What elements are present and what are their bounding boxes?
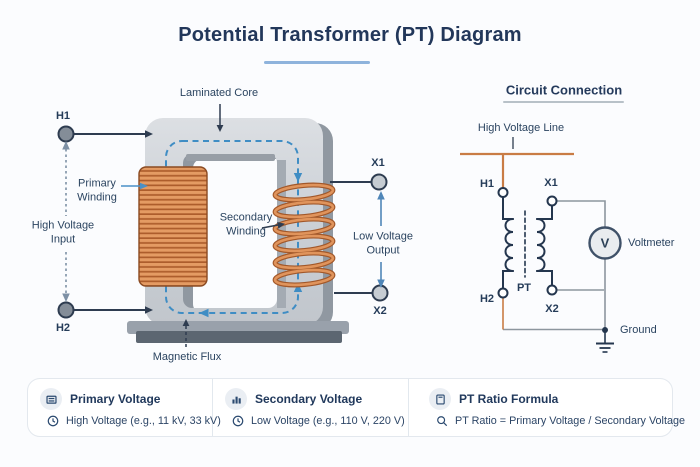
hvi-arrow-down bbox=[62, 293, 70, 302]
terminal-h2 bbox=[57, 301, 75, 319]
label-high-voltage-line: High Voltage Line bbox=[477, 121, 565, 134]
label-primary-winding: Primary Winding bbox=[77, 177, 117, 204]
h1-lead-arrow bbox=[145, 130, 153, 138]
pt-symbol bbox=[502, 196, 553, 290]
search-icon bbox=[436, 415, 448, 427]
circuit-terminal-x1 bbox=[546, 195, 558, 207]
label-secondary-winding: Secondary Winding bbox=[219, 211, 273, 238]
clock-icon bbox=[232, 415, 244, 427]
transformer-plate-icon bbox=[40, 388, 62, 410]
circuit-heading-underline bbox=[503, 101, 624, 103]
secondary-winding-pointer bbox=[261, 222, 285, 229]
primary-winding-pointer bbox=[121, 182, 148, 190]
terminal-label-x1: X1 bbox=[371, 156, 385, 169]
primary-winding-coil bbox=[138, 166, 208, 287]
lvo-arrow-down bbox=[377, 279, 385, 288]
clock-icon bbox=[47, 415, 59, 427]
secondary-wiring bbox=[503, 200, 606, 331]
calculator-icon bbox=[429, 388, 451, 410]
info-primary-voltage: Primary Voltage High Voltage (e.g., 11 k… bbox=[28, 379, 221, 436]
info-pt-ratio: PT Ratio Formula PT Ratio = Primary Volt… bbox=[409, 379, 685, 436]
label-ground: Ground bbox=[620, 323, 657, 336]
info-secondary-voltage: Secondary Voltage Low Voltage (e.g., 110… bbox=[213, 379, 409, 436]
core-base bbox=[127, 321, 349, 343]
label-laminated-core: Laminated Core bbox=[179, 86, 259, 99]
terminal-label-h2: H2 bbox=[55, 321, 71, 334]
circuit-terminal-x2 bbox=[546, 284, 558, 296]
circuit-terminal-h1 bbox=[497, 187, 509, 198]
terminal-x2 bbox=[371, 284, 389, 302]
page-title: Potential Transformer (PT) Diagram bbox=[178, 24, 522, 46]
lvo-arrow-up bbox=[377, 191, 385, 200]
circuit-label-pt: PT bbox=[516, 281, 532, 294]
secondary-winding-coil bbox=[272, 182, 336, 288]
circuit-label-x1: X1 bbox=[544, 176, 558, 189]
circuit-terminal-h2 bbox=[497, 287, 509, 299]
circuit-label-h2: H2 bbox=[479, 292, 495, 305]
info-detail: PT Ratio = Primary Voltage / Secondary V… bbox=[455, 415, 685, 427]
terminal-label-x2: X2 bbox=[373, 304, 387, 317]
title-underline bbox=[264, 61, 370, 64]
hv-bus-line bbox=[460, 152, 574, 188]
ground-symbol bbox=[596, 327, 614, 353]
h2-lead-arrow bbox=[145, 306, 153, 314]
core-window-inner-top bbox=[186, 154, 275, 161]
circuit-heading: Circuit Connection bbox=[505, 82, 623, 98]
voltmeter-symbol: V bbox=[600, 235, 610, 251]
terminal-label-h1: H1 bbox=[55, 109, 71, 122]
info-bar: Primary Voltage High Voltage (e.g., 11 k… bbox=[27, 378, 685, 437]
info-title: PT Ratio Formula bbox=[459, 392, 559, 406]
label-low-voltage-output: Low Voltage Output bbox=[353, 230, 413, 257]
info-detail: High Voltage (e.g., 11 kV, 33 kV) bbox=[66, 415, 221, 427]
laminated-core-pointer bbox=[216, 104, 224, 132]
magnetic-flux-pointer bbox=[182, 319, 190, 347]
voltmeter-dial bbox=[588, 226, 622, 260]
label-high-voltage-input: High Voltage Input bbox=[31, 219, 95, 246]
hvi-arrow-up bbox=[62, 141, 70, 150]
info-title: Primary Voltage bbox=[70, 392, 161, 406]
info-title: Secondary Voltage bbox=[255, 392, 363, 406]
info-detail: Low Voltage (e.g., 110 V, 220 V) bbox=[251, 415, 405, 427]
circuit-label-h1: H1 bbox=[479, 177, 495, 190]
circuit-label-x2: X2 bbox=[545, 302, 559, 315]
bar-chart-icon bbox=[225, 388, 247, 410]
hv-terminal-leads bbox=[73, 133, 146, 311]
lv-terminal-leads bbox=[330, 181, 373, 294]
label-magnetic-flux: Magnetic Flux bbox=[152, 350, 222, 363]
terminal-x1 bbox=[370, 173, 388, 191]
label-voltmeter: Voltmeter bbox=[628, 236, 675, 249]
terminal-h1 bbox=[57, 125, 75, 143]
